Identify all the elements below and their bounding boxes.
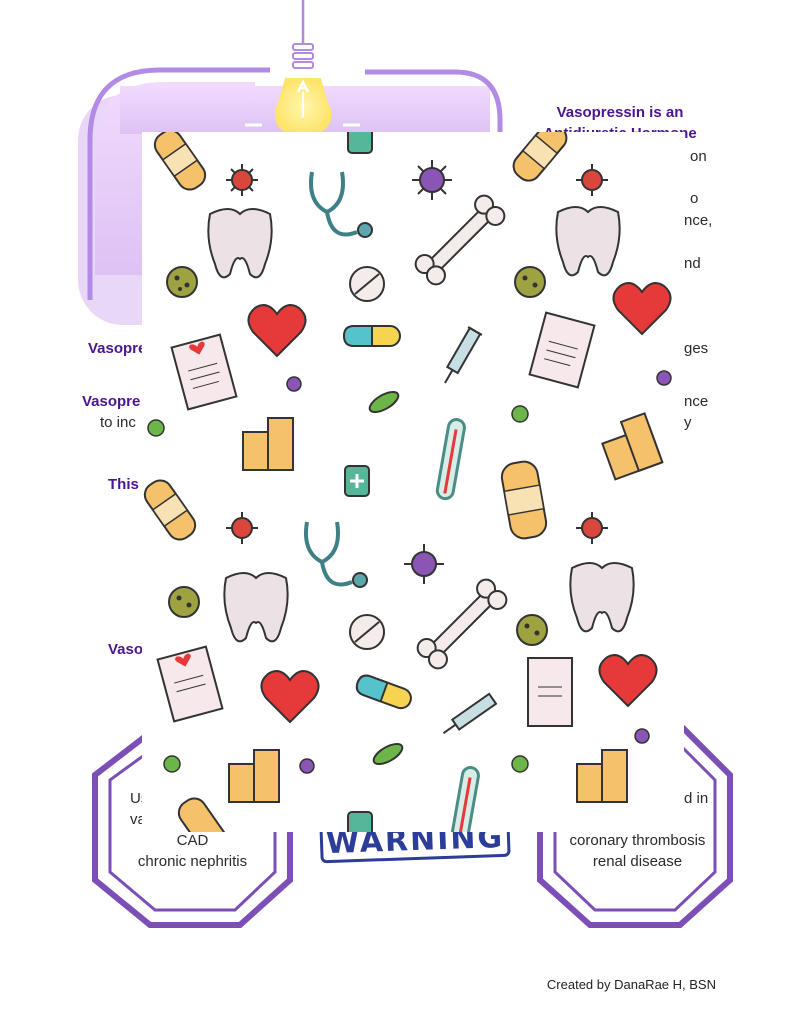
right-fragment-2: o bbox=[690, 190, 699, 207]
right-fragment-ges: ges bbox=[684, 340, 709, 357]
stethoscope-icon bbox=[304, 521, 368, 588]
tooth-icon bbox=[207, 208, 273, 279]
virus-icon bbox=[634, 728, 650, 744]
heart-icon bbox=[247, 304, 307, 358]
hospital-icon bbox=[228, 749, 280, 803]
bacteria-icon bbox=[511, 755, 529, 773]
lightbulb-icon bbox=[274, 43, 332, 135]
bacteria-icon bbox=[514, 266, 546, 298]
right-fragment-1: on bbox=[690, 148, 707, 165]
medical-chart-icon bbox=[527, 657, 573, 727]
virus-icon bbox=[226, 164, 258, 196]
left-fragment-vasopre-2: Vasopre bbox=[82, 393, 141, 410]
header-title-line1: Vasopressin is an bbox=[556, 104, 684, 121]
footer-credit: Created by DanaRae H, BSN bbox=[546, 977, 716, 992]
virus-icon bbox=[163, 755, 181, 773]
pill-icon bbox=[349, 266, 385, 302]
bandage-icon bbox=[500, 460, 548, 540]
hospital-icon bbox=[242, 417, 294, 471]
tooth-icon bbox=[223, 572, 289, 643]
left-fragment-to-inc: to inc bbox=[100, 414, 136, 431]
right-fragment-4: nd bbox=[684, 255, 701, 272]
bacteria-icon bbox=[372, 742, 404, 766]
bandage-icon bbox=[153, 132, 207, 191]
virus-icon bbox=[299, 758, 315, 774]
heart-icon bbox=[598, 654, 658, 708]
hospital-icon bbox=[601, 412, 664, 481]
octagon-right-fragment-d-in: d in bbox=[684, 790, 709, 807]
right-fragment-y: y bbox=[684, 414, 692, 431]
thermometer-icon bbox=[435, 418, 466, 501]
virus-icon bbox=[404, 544, 444, 584]
bacteria-icon bbox=[147, 419, 165, 437]
left-fragment-vaso: Vaso bbox=[108, 641, 144, 658]
virus-icon bbox=[656, 370, 672, 386]
right-fragment-nce: nce bbox=[684, 393, 709, 410]
heart-icon bbox=[260, 670, 320, 724]
medical-chart-icon bbox=[156, 645, 224, 723]
bandage-icon bbox=[143, 479, 197, 541]
tooth-icon bbox=[555, 206, 621, 277]
syringe-icon bbox=[444, 326, 483, 384]
bone-icon bbox=[416, 578, 508, 670]
heart-icon bbox=[612, 282, 672, 336]
pill-icon bbox=[342, 325, 401, 347]
octagon-right-renal-disease: renal disease bbox=[592, 853, 683, 870]
bacteria-icon bbox=[368, 390, 400, 414]
virus-icon bbox=[286, 376, 302, 392]
medicine-bottle-icon bbox=[344, 465, 370, 497]
bone-icon bbox=[414, 194, 506, 286]
medicine-bottle-icon bbox=[347, 132, 373, 154]
medical-chart-icon bbox=[170, 333, 238, 411]
octagon-left-fragment-va: va bbox=[130, 811, 146, 828]
bacteria-icon bbox=[166, 266, 198, 298]
octagon-left-chronic-nephritis: chronic nephritis bbox=[137, 853, 248, 870]
medical-pattern-overlay bbox=[142, 132, 684, 832]
left-fragment-vasopre-1: Vasopre bbox=[88, 340, 147, 357]
left-fragment-this: This bbox=[108, 476, 139, 493]
tooth-icon bbox=[569, 562, 635, 633]
bacteria-icon bbox=[516, 614, 548, 646]
pill-icon bbox=[355, 674, 412, 710]
syringe-icon bbox=[442, 692, 498, 735]
medical-chart-icon bbox=[528, 311, 596, 389]
virus-icon bbox=[412, 160, 452, 200]
medicine-bottle-icon bbox=[347, 811, 373, 832]
virus-icon bbox=[576, 164, 608, 196]
right-fragment-3: nce, bbox=[684, 212, 713, 229]
octagon-right-coronary-thrombosis: coronary thrombosis bbox=[569, 832, 706, 849]
stethoscope-icon bbox=[309, 171, 373, 238]
hospital-icon bbox=[576, 749, 628, 803]
virus-icon bbox=[226, 512, 258, 544]
bandage-icon bbox=[177, 797, 231, 832]
pill-icon bbox=[349, 614, 385, 650]
bacteria-icon bbox=[168, 586, 200, 618]
bacteria-icon bbox=[511, 405, 529, 423]
octagon-left-cad: CAD bbox=[176, 832, 209, 849]
virus-icon bbox=[576, 512, 608, 544]
bandage-icon bbox=[512, 132, 568, 182]
thermometer-icon bbox=[449, 766, 480, 832]
